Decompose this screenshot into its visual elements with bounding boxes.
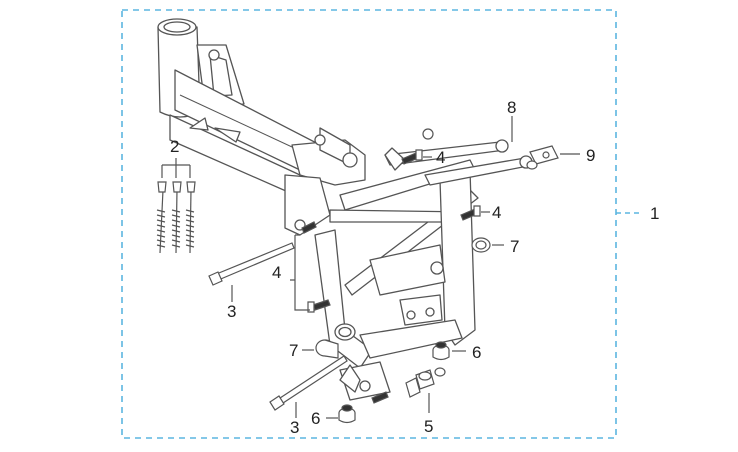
callout-1: 1: [650, 204, 659, 223]
callout-6-left: 6: [311, 409, 320, 428]
callout-3-lower: 3: [290, 418, 299, 437]
rear-loop: [439, 169, 476, 346]
inner-bracket: [369, 244, 446, 296]
callout-8: 8: [507, 98, 516, 117]
callout-4-left: 4: [272, 263, 281, 282]
callout-6-right: 6: [472, 343, 481, 362]
part-6-plugs: [326, 341, 466, 424]
part-3-upper-bolt: [208, 242, 295, 302]
part-3-lower-bolt: [269, 355, 348, 418]
part-4-bolts: [290, 149, 490, 404]
callout-4-top: 4: [436, 148, 445, 167]
callout-3-upper: 3: [227, 302, 236, 321]
callout-5: 5: [424, 417, 433, 436]
callout-9: 9: [586, 146, 595, 165]
assembly-boundary: [121, 9, 617, 439]
callout-7-right: 7: [510, 237, 519, 256]
part-2-studs: [156, 158, 196, 254]
callout-4-right: 4: [492, 203, 501, 222]
callout-2: 2: [170, 137, 179, 156]
bottom-crossmember: [359, 319, 463, 359]
part-5-bushings: [405, 367, 446, 413]
part-7-caps: [302, 237, 504, 359]
part-8-9-leaders: [422, 116, 580, 170]
lower-bracket-plate: [339, 364, 361, 393]
callout-7-left: 7: [289, 341, 298, 360]
frame-line-art: [157, 18, 533, 401]
